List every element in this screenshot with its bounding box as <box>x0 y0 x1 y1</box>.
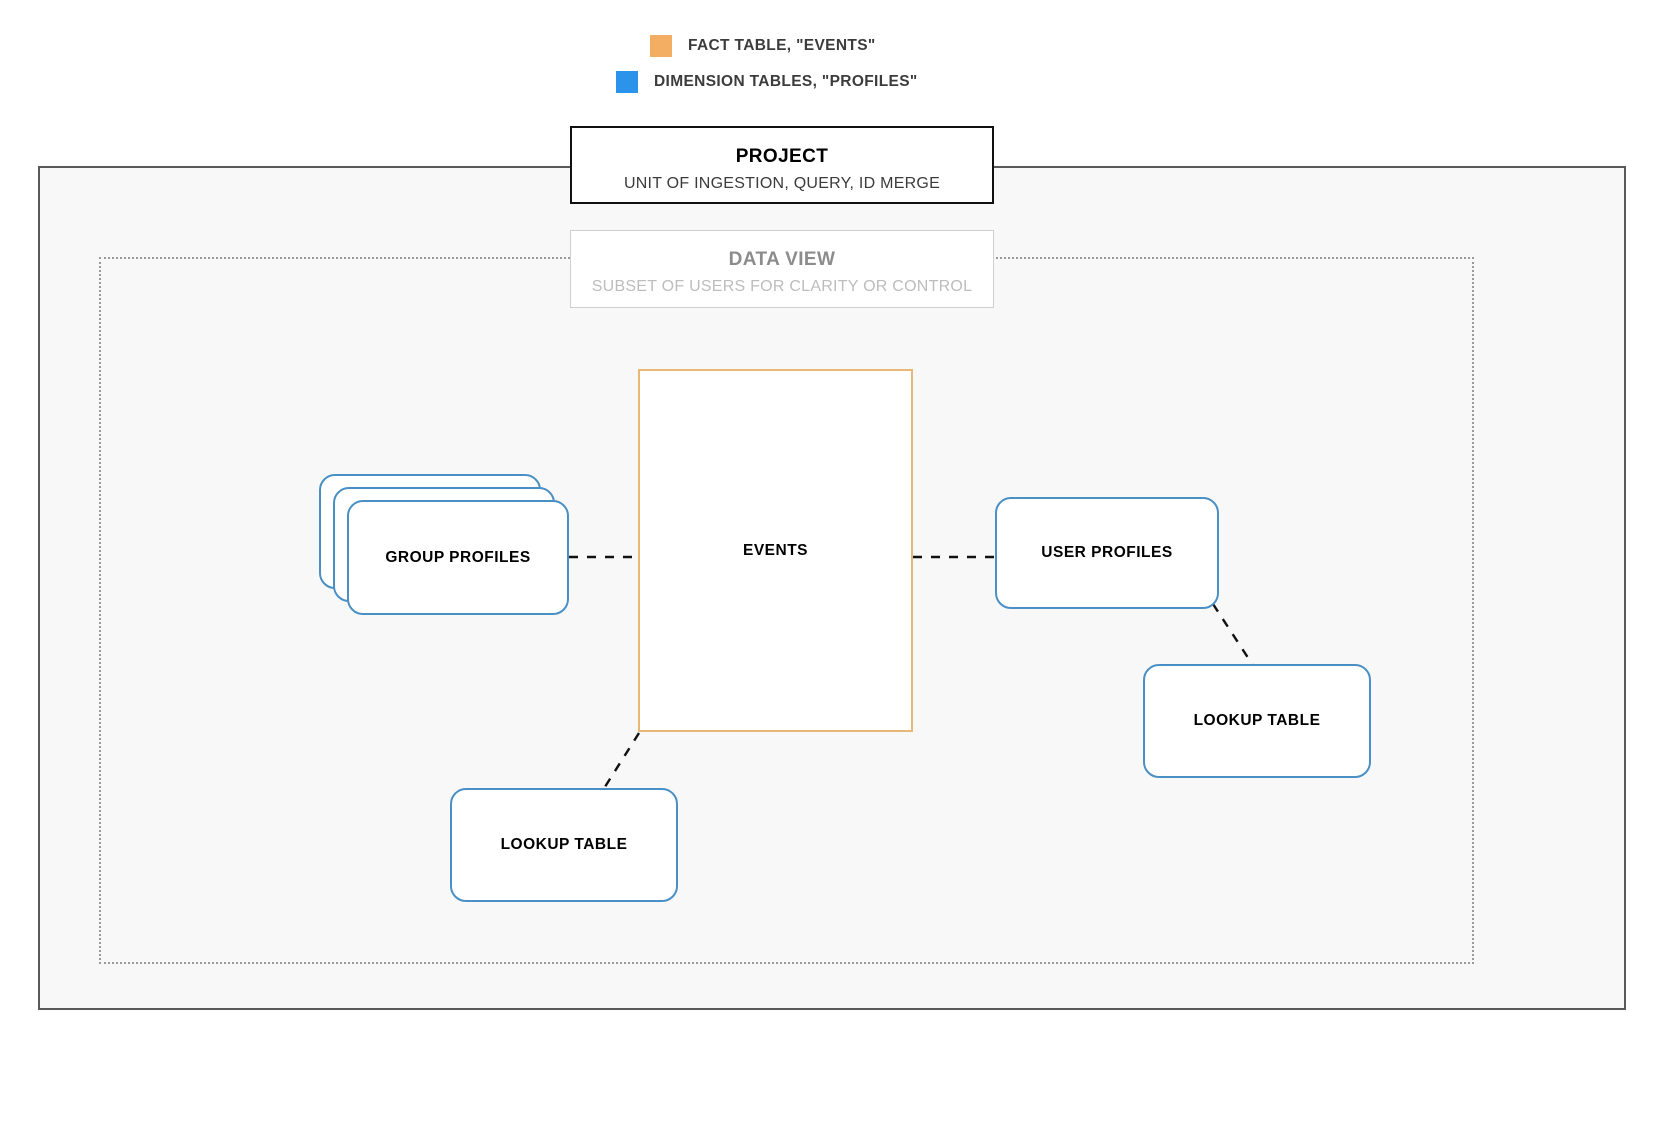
data-view-subtitle: SUBSET OF USERS FOR CLARITY OR CONTROL <box>591 278 973 296</box>
project-title: PROJECT <box>735 146 829 167</box>
group-profiles-label: GROUP PROFILES <box>385 548 531 566</box>
project-card: PROJECT UNIT OF INGESTION, QUERY, ID MER… <box>570 126 994 204</box>
lookup-table-right-label: LOOKUP TABLE <box>1193 712 1321 729</box>
dimension-table-user-profiles: USER PROFILES <box>995 497 1219 609</box>
orange-square-swatch <box>650 35 672 57</box>
user-profiles-label: USER PROFILES <box>1041 544 1173 561</box>
legend-item-dimension-tables: DIMENSION TABLES, "PROFILES" <box>0 64 1664 100</box>
blue-square-swatch <box>616 71 638 93</box>
dimension-table-lookup-table-right: LOOKUP TABLE <box>1143 664 1371 778</box>
fact-table-events: EVENTS <box>638 369 913 732</box>
dimension-table-lookup-table-left: LOOKUP TABLE <box>450 788 678 902</box>
legend-label-dimension-tables: DIMENSION TABLES, "PROFILES" <box>654 73 918 90</box>
lookup-table-left-label: LOOKUP TABLE <box>500 836 628 853</box>
project-subtitle: UNIT OF INGESTION, QUERY, ID MERGE <box>623 175 941 193</box>
dimension-table-group-profiles: GROUP PROFILES <box>347 500 569 615</box>
legend: FACT TABLE, "EVENTS" DIMENSION TABLES, "… <box>0 28 1664 100</box>
legend-item-fact-table: FACT TABLE, "EVENTS" <box>0 28 1664 64</box>
legend-label-fact-table: FACT TABLE, "EVENTS" <box>688 37 876 54</box>
data-view-card: DATA VIEW SUBSET OF USERS FOR CLARITY OR… <box>570 230 994 308</box>
data-view-title: DATA VIEW <box>728 249 836 270</box>
fact-table-events-label: EVENTS <box>742 541 808 559</box>
